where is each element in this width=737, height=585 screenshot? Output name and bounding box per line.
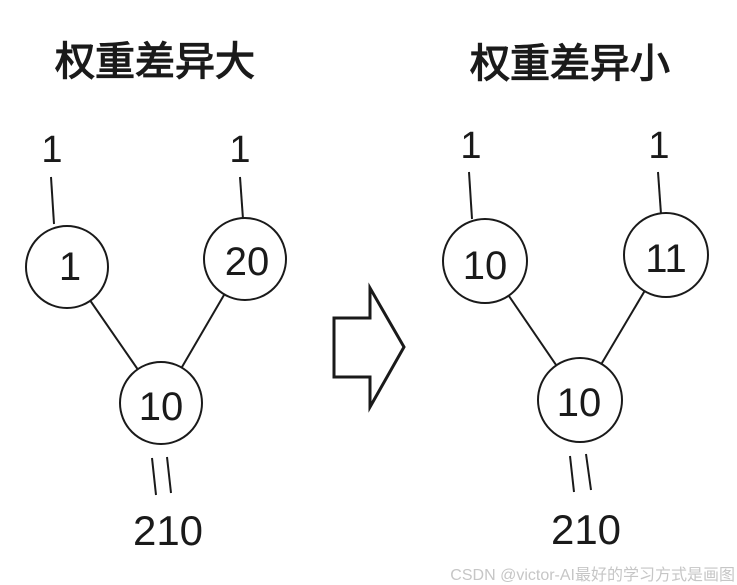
right-tree-equals-line-2 — [585, 453, 592, 491]
right-tree-node-left-circle — [442, 218, 528, 304]
right-tree-leaf-line-left — [468, 171, 473, 220]
left-tree-node-right-circle — [203, 217, 287, 301]
left-tree-leaf-weight-right: 1 — [229, 129, 251, 171]
left-tree-node-left-circle — [25, 225, 109, 309]
left-tree-node-right-value: 20 — [224, 240, 270, 284]
right-tree-leaf-weight-left: 1 — [460, 125, 482, 167]
right-tree-node-right-value: 11 — [645, 237, 687, 281]
watermark: CSDN @victor-AI最好的学习方式是画图 — [450, 567, 735, 584]
right-tree-leaf-weight-right: 1 — [648, 125, 670, 167]
left-tree-node-left-value: 1 — [58, 245, 82, 289]
right-tree-node-left-value: 10 — [462, 244, 508, 288]
left-tree-total: 210 — [132, 507, 204, 554]
left-tree-title: 权重差异大 — [55, 40, 255, 84]
left-tree-leaf-weight-left: 1 — [41, 129, 63, 171]
left-tree-leaf-line-right — [239, 176, 244, 220]
right-tree-node-right-circle — [623, 212, 709, 298]
right-tree-title: 权重差异小 — [470, 42, 670, 86]
right-tree-total: 210 — [550, 506, 622, 553]
left-tree-equals-line-1 — [151, 457, 157, 496]
left-tree-equals-line-2 — [166, 456, 172, 494]
left-tree-root-circle — [119, 361, 203, 445]
right-tree-equals-line-1 — [569, 455, 575, 493]
right-tree-leaf-line-right — [657, 171, 662, 215]
right-arrow-icon — [332, 282, 406, 413]
right-tree-root-circle — [537, 357, 623, 443]
left-tree-root-value: 10 — [138, 385, 184, 429]
left-tree-leaf-line-left — [50, 176, 55, 225]
right-tree-root-value: 10 — [556, 381, 602, 425]
